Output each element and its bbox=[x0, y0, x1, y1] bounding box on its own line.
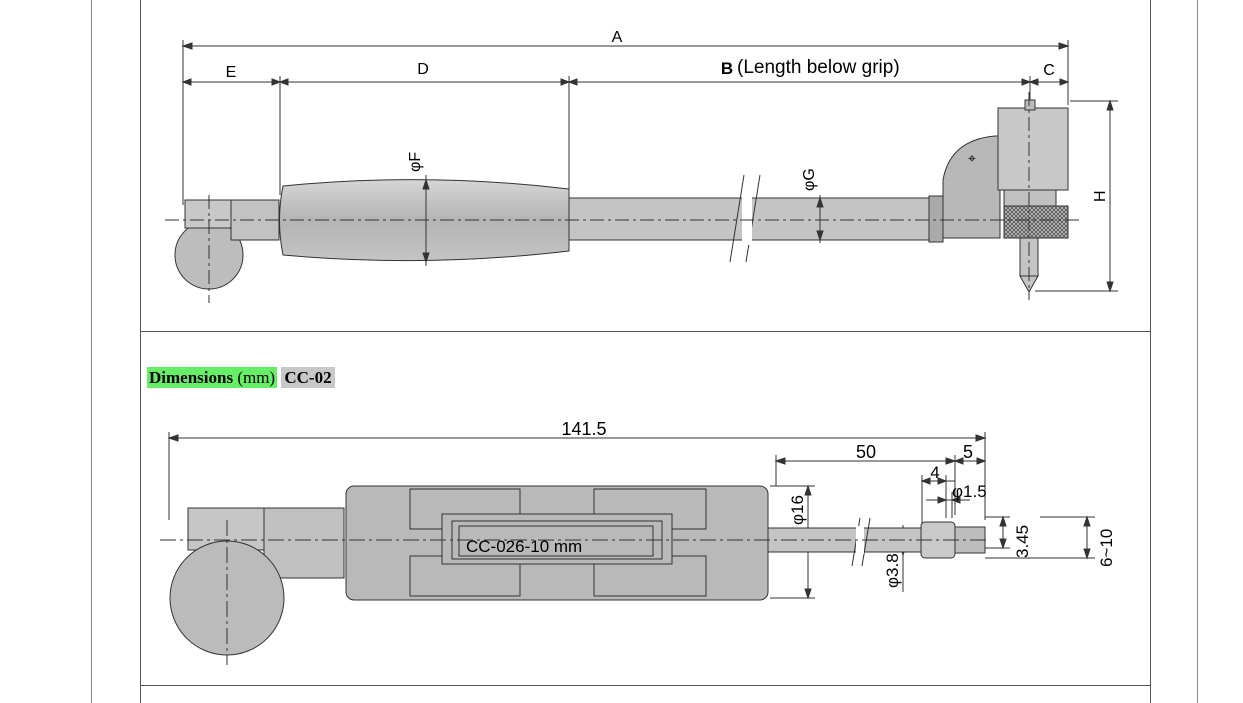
dimensions-label: Dimensions bbox=[149, 368, 234, 387]
dim-range-label: 6~10 bbox=[1097, 529, 1116, 567]
dim-e-label: E bbox=[226, 64, 237, 81]
dim-g-label: φG bbox=[801, 168, 818, 191]
right-page-border bbox=[1197, 0, 1198, 703]
dimensions-unit: (mm) bbox=[233, 368, 276, 387]
dim-dia-1-5-label: φ1.5 bbox=[952, 482, 987, 501]
dim-dia-3-8-label: φ3.8 bbox=[883, 553, 902, 588]
dim-c-label: C bbox=[1043, 62, 1055, 79]
dim-h-label: H bbox=[1092, 190, 1109, 202]
dim-a-label: A bbox=[612, 29, 623, 46]
dim-dia-16-label: φ16 bbox=[788, 495, 807, 525]
dim-f-label: φF bbox=[407, 152, 424, 172]
dim-d-label: D bbox=[417, 61, 429, 78]
table-row-divider-2 bbox=[140, 685, 1150, 686]
model-label: CC-02 bbox=[281, 367, 335, 388]
dimensions-label-highlight: Dimensions (mm) bbox=[147, 367, 278, 388]
body-model-label: CC-026-10 mm bbox=[466, 537, 582, 556]
dim-b-letter: B bbox=[721, 59, 733, 78]
bore-gauge-dimension-diagram: ⌖ A E D B (Length below grip) C φF φG H bbox=[165, 29, 1118, 303]
table-column-borders bbox=[140, 0, 1151, 703]
dimensions-caption: Dimensions (mm) CC-02 bbox=[147, 366, 335, 390]
left-page-border bbox=[91, 0, 92, 703]
svg-text:⌖: ⌖ bbox=[968, 152, 976, 167]
cc-02-dimension-diagram: CC-026-10 mm 141.5 50 5 4 φ1.5 φ16 φ3.8 … bbox=[160, 419, 1116, 665]
dim-3-45-label: 3.45 bbox=[1013, 525, 1032, 558]
dim-50-label: 50 bbox=[856, 442, 876, 462]
dim-141-5-label: 141.5 bbox=[561, 419, 606, 439]
dim-4-label: 4 bbox=[930, 463, 939, 482]
table-row-divider-1 bbox=[140, 331, 1150, 332]
dim-b-text: (Length below grip) bbox=[737, 57, 900, 78]
dim-5-label: 5 bbox=[963, 442, 973, 462]
